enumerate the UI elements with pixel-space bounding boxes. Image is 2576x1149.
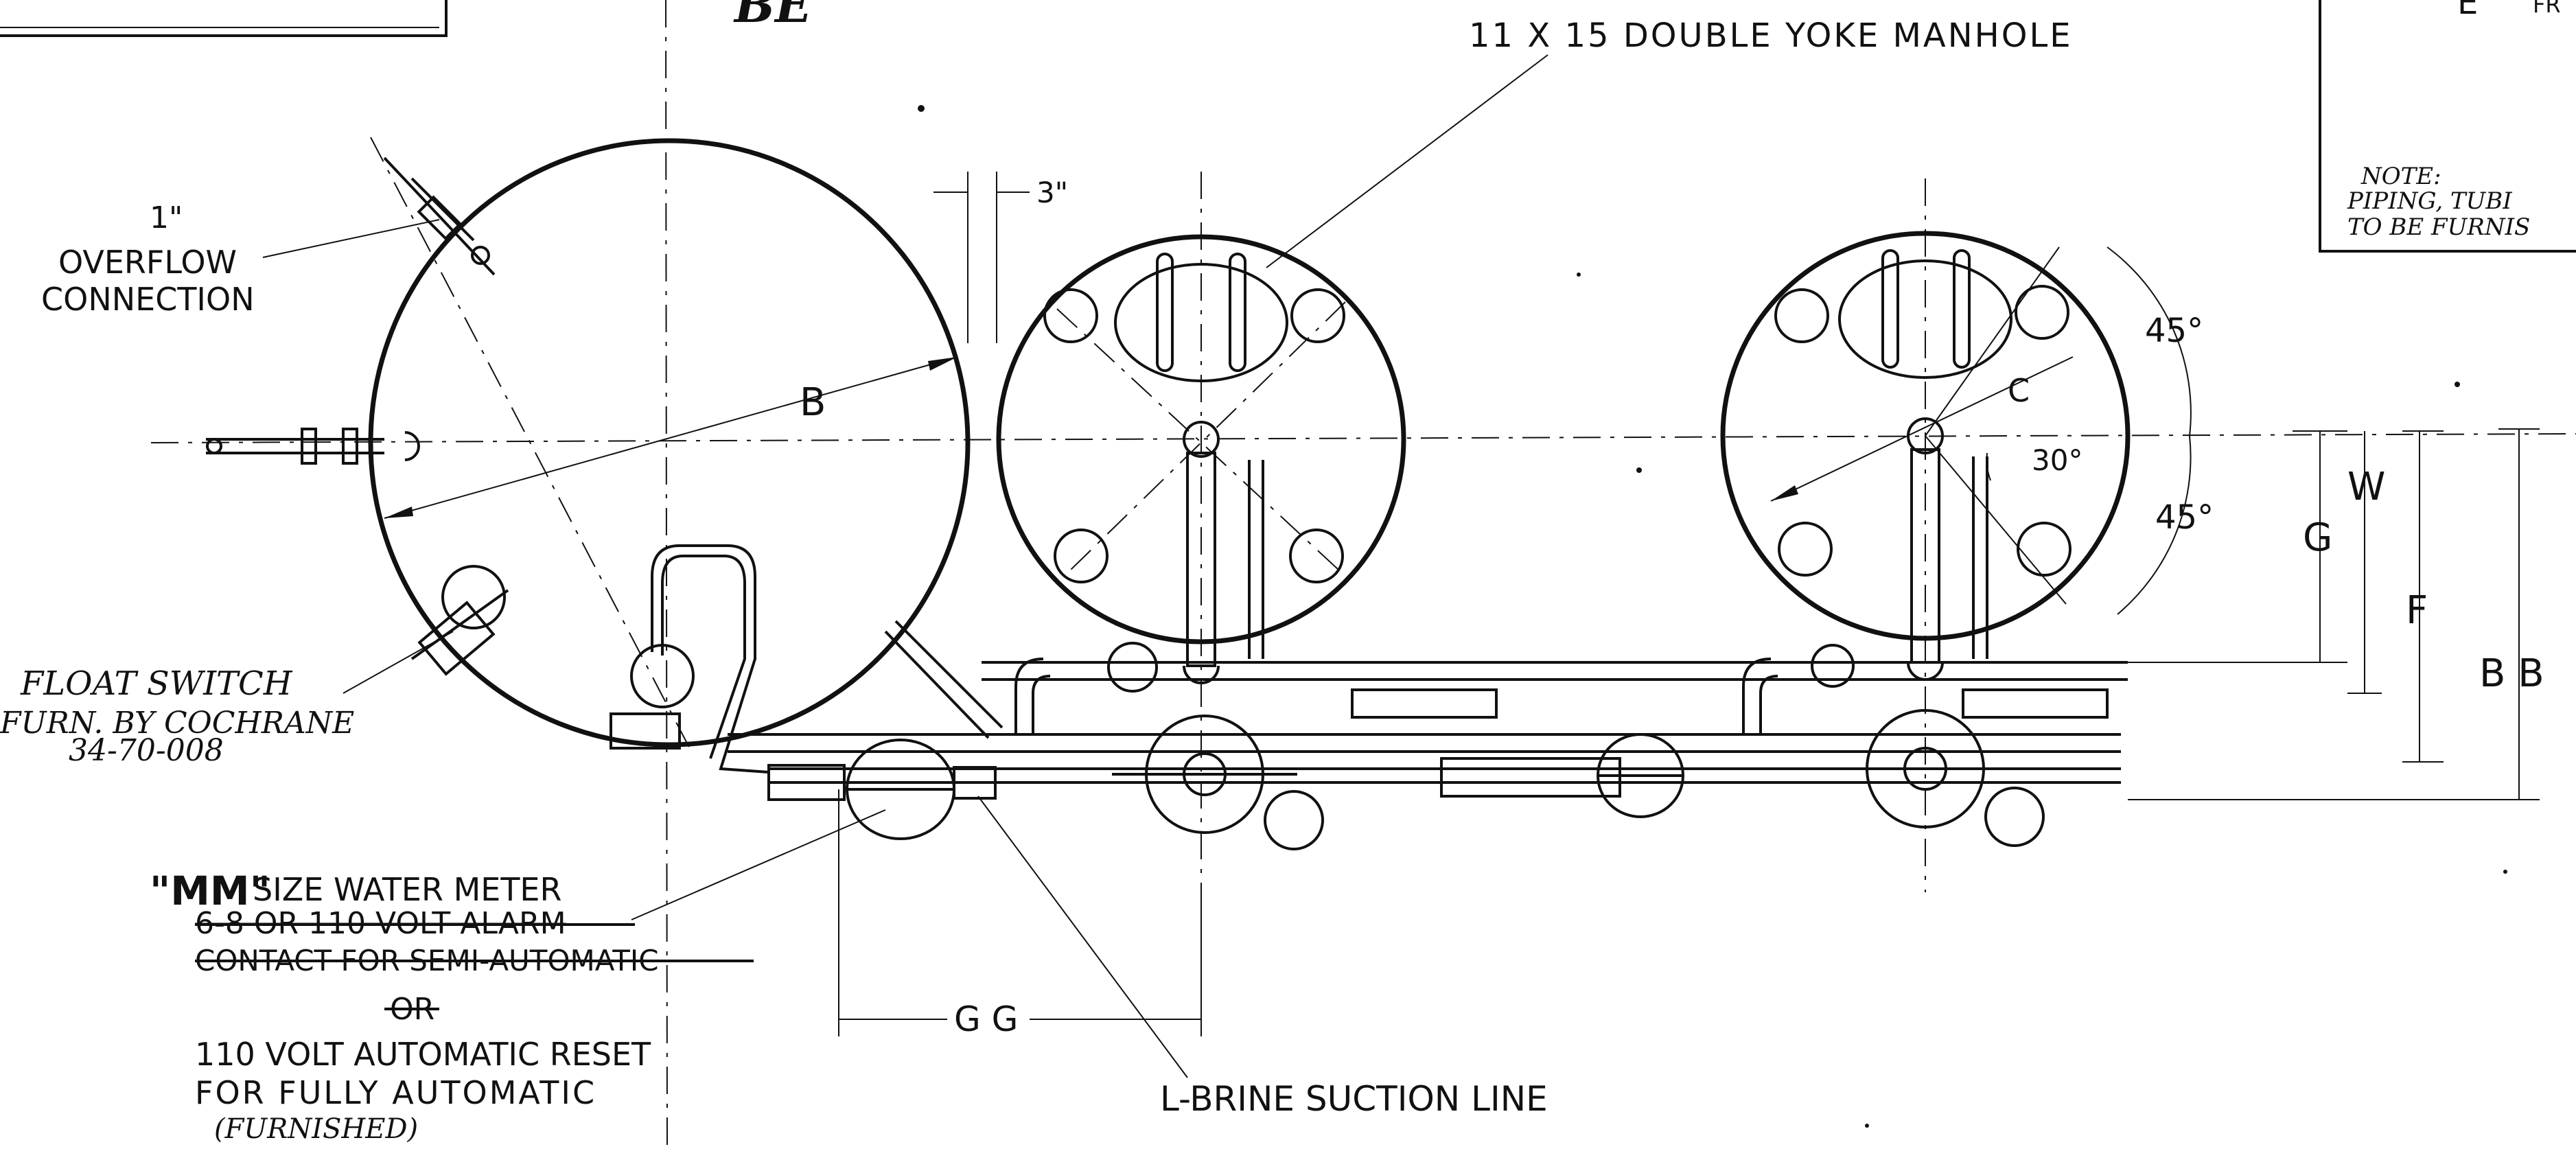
float-label-1: FLOAT SWITCH	[20, 664, 293, 703]
meter-size: "MM"	[150, 868, 270, 914]
brine-label: L-BRINE SUCTION LINE	[1160, 1079, 1548, 1119]
overflow-label-1: OVERFLOW	[58, 244, 237, 281]
dim-3in	[933, 172, 1030, 343]
overflow-fitting-icon	[383, 156, 496, 276]
water-meter	[767, 739, 997, 840]
gauge-2	[1811, 644, 2045, 847]
dim-f-label: F	[2406, 588, 2428, 633]
meter-leader	[631, 809, 886, 920]
dim-g	[1991, 430, 2347, 663]
tank-center-line	[150, 433, 2576, 443]
tank-2-valve-riser	[1907, 417, 1988, 681]
brine-tube-loop	[610, 544, 769, 774]
note-title: NOTE:	[2360, 163, 2441, 190]
float-leader	[343, 631, 454, 694]
dim-w	[2347, 431, 2382, 694]
manhole-label: 11 X 15 DOUBLE YOKE MANHOLE	[1469, 16, 2073, 55]
tank-1-valve-riser	[1183, 421, 1264, 684]
dim-g-label: G	[2303, 515, 2332, 560]
brine-leader	[977, 796, 1188, 1078]
corner-letter: E	[2457, 0, 2478, 22]
dim-gg-label: G G	[954, 999, 1018, 1039]
angle-45-top: 45°	[2145, 312, 2203, 350]
dim-bb-label: B B	[2479, 651, 2544, 696]
overflow-leader	[262, 219, 440, 258]
gauge-1	[1107, 642, 1324, 850]
meter-label-3: 110 VOLT AUTOMATIC RESET	[195, 1036, 651, 1073]
multiport-valve-1	[1112, 715, 1297, 834]
top-partial-text: BE	[733, 0, 813, 34]
note-line-1: PIPING, TUBI	[2347, 187, 2512, 215]
multiport-valve-2	[1833, 709, 2018, 828]
overflow-size: 1"	[150, 200, 183, 235]
overflow-label-2: CONNECTION	[41, 281, 255, 318]
meter-label-1: SIZE WATER METER	[253, 871, 561, 908]
brine-valve-center	[1597, 733, 1684, 818]
dim-gg	[838, 789, 1202, 1036]
dim-c-label: C	[2008, 372, 2030, 409]
meter-label-5: (FURNISHED)	[214, 1113, 418, 1145]
note-line-2: TO BE FURNIS	[2347, 213, 2530, 241]
top-left-frame	[0, 0, 448, 37]
softener-tank-2	[1720, 178, 2192, 892]
piping-header	[728, 658, 2128, 798]
dim-b-label: B	[800, 380, 826, 425]
dim-bb	[2128, 428, 2540, 800]
angle-30: 30°	[2032, 443, 2082, 477]
float-label-3: 34-70-008	[69, 733, 224, 768]
drawing-specks	[918, 105, 2507, 1128]
dim-3in-label: 3"	[1036, 176, 1068, 209]
softener-tank-1	[996, 172, 1406, 1030]
meter-label-4: FOR FULLY AUTOMATIC	[195, 1074, 596, 1111]
float-switch-icon	[410, 565, 509, 676]
float-switch-link	[884, 620, 1003, 739]
drain-pipe-icon	[206, 428, 420, 465]
dim-w-label: W	[2347, 465, 2385, 509]
brine-tank	[368, 0, 971, 1149]
float-label-2: FURN. BY COCHRANE	[0, 706, 354, 741]
top-right-title-block	[2319, 0, 2576, 253]
corner-text: FR	[2533, 0, 2561, 18]
angle-45-bottom: 45°	[2155, 498, 2214, 537]
manhole-leader	[1266, 54, 1548, 268]
dim-f	[2402, 430, 2444, 763]
